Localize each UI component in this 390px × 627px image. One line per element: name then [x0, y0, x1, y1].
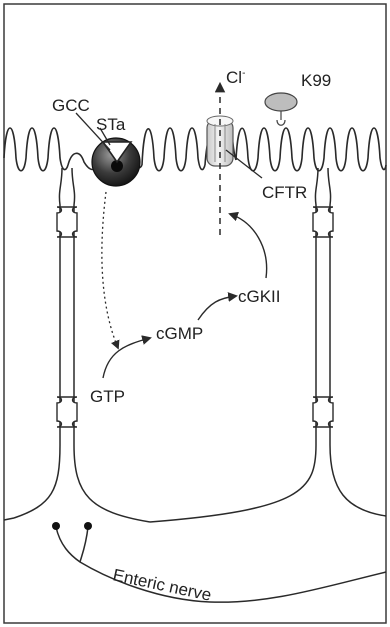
enteric-nerve-branch: [80, 527, 88, 562]
cgmp-label: cGMP: [156, 324, 203, 343]
sta-label: STa: [96, 115, 126, 134]
cgkii-to-cftr-arrow: [230, 214, 267, 278]
enteric-nerve: [56, 527, 386, 602]
apical-membrane-microvilli: [4, 128, 386, 171]
gtp-to-cgmp-arrow: [103, 338, 150, 378]
gcc-label: GCC: [52, 96, 90, 115]
left-lateral-membrane: [14, 168, 62, 518]
left-lateral-membrane-inner: [72, 168, 150, 522]
gcc-signal-dotted-arrow: [102, 192, 118, 348]
cftr-label: CFTR: [262, 183, 307, 202]
enteric-nerve-label: Enteric nerve: [111, 565, 213, 604]
basal-membrane-left: [4, 518, 14, 520]
right-lateral-membrane: [150, 168, 318, 522]
k99-stalk: [277, 111, 285, 125]
k99-adhesin: [265, 93, 297, 111]
nerve-terminal-left: [52, 522, 60, 530]
cgkii-label: cGKII: [238, 287, 281, 306]
nerve-terminal-right: [84, 522, 92, 530]
cgmp-to-cgkii-arrow: [198, 296, 236, 320]
chloride-label: Cl-: [226, 68, 245, 87]
right-lateral-membrane-inner: [328, 168, 386, 516]
k99-label: K99: [301, 71, 331, 90]
gtp-label: GTP: [90, 387, 125, 406]
